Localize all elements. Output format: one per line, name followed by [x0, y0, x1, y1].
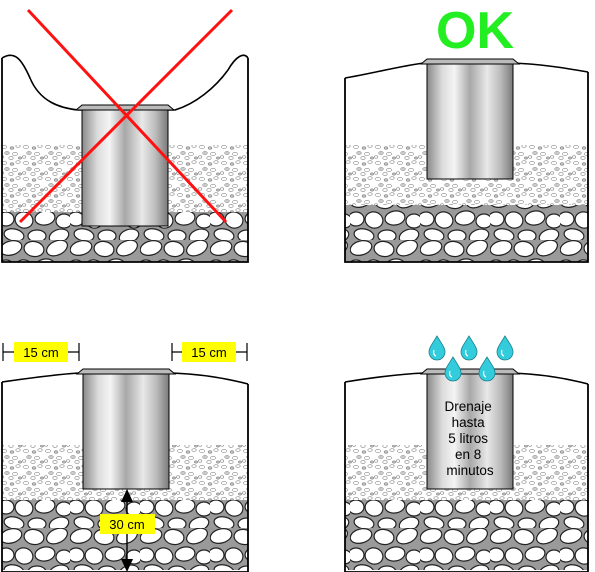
drainage-text: Drenaje hasta 5 litros en 8 minutos — [444, 399, 495, 478]
right-clearance-dimension: 15 cm — [171, 342, 248, 362]
drainage-line-1: Drenaje — [444, 399, 491, 414]
left-clearance-label: 15 cm — [23, 345, 58, 360]
gravel-depth-dimension: 30 cm — [100, 489, 155, 572]
drainage-line-3: 5 litros — [448, 431, 488, 446]
water-drop-icon — [460, 335, 478, 361]
water-drop-icon — [428, 335, 446, 361]
water-drop-icon — [496, 335, 514, 361]
panel-dimensions: 15 cm 15 cm 30 cm — [1, 342, 249, 572]
water-drop-icon — [444, 356, 462, 382]
left-clearance-dimension: 15 cm — [2, 342, 80, 362]
panel-incorrect — [1, 8, 249, 263]
panel-drainage: Drenaje hasta 5 litros en 8 minutos — [344, 335, 589, 572]
right-clearance-label: 15 cm — [191, 345, 226, 360]
gravel-depth-label: 30 cm — [109, 517, 144, 532]
wrong-cross-icon — [18, 8, 234, 224]
drainage-line-5: minutos — [446, 463, 494, 478]
panel-correct: OK — [344, 2, 589, 263]
drainage-line-2: hasta — [452, 415, 486, 430]
ok-label: OK — [436, 2, 514, 60]
drainage-line-4: en 8 — [455, 447, 481, 462]
water-drop-icon — [478, 356, 496, 382]
